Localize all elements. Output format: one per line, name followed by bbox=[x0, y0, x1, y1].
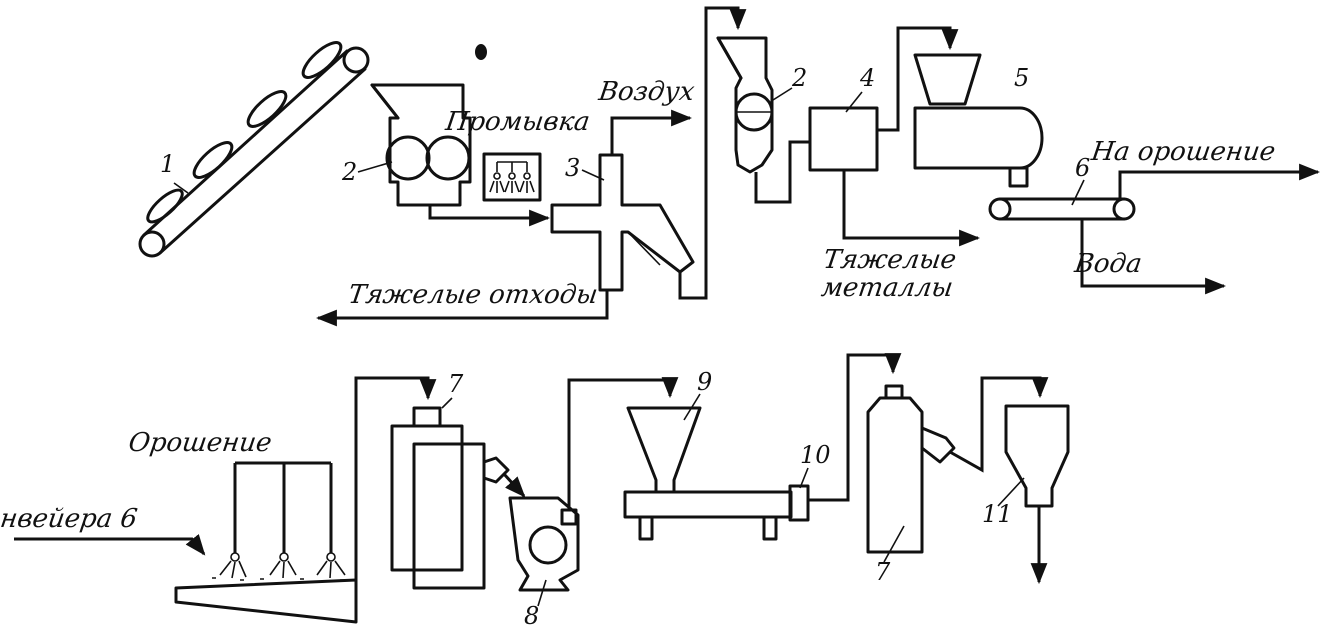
washing-unit bbox=[482, 152, 542, 202]
label-heavy-waste: Тяжелые отходы bbox=[346, 280, 599, 310]
vessel-7b bbox=[866, 384, 956, 554]
label-num-2b: 2 bbox=[791, 64, 807, 92]
dryer-7a bbox=[390, 406, 510, 590]
label-num-6: 6 bbox=[1075, 154, 1090, 182]
label-heavy: Тяжелые bbox=[821, 245, 958, 275]
flow-water bbox=[1080, 219, 1227, 295]
label-num-3: 3 bbox=[565, 154, 580, 182]
label-washing: Промывка bbox=[443, 107, 592, 137]
crusher-2 bbox=[370, 83, 472, 207]
flow-fan-to-hopper9 bbox=[567, 377, 679, 510]
spray-header bbox=[212, 461, 346, 581]
label-num-9: 9 bbox=[697, 368, 712, 396]
label-metals: металлы bbox=[819, 273, 954, 303]
drum-5 bbox=[913, 53, 1044, 188]
washing-tray bbox=[174, 578, 358, 624]
label-air: Воздух bbox=[596, 77, 697, 107]
label-water: Вода bbox=[1072, 249, 1144, 279]
press-9 bbox=[623, 406, 810, 541]
label-num-4: 4 bbox=[859, 64, 875, 92]
label-num-2a: 2 bbox=[341, 158, 357, 186]
cyclone-11 bbox=[1004, 404, 1070, 508]
label-num-8: 8 bbox=[524, 602, 539, 630]
label-irrigation: Орошение bbox=[127, 428, 274, 458]
flow-heavy-waste bbox=[315, 290, 609, 327]
flow-separator-to-cyclone bbox=[678, 6, 747, 300]
separator-3 bbox=[550, 153, 695, 292]
label-num-5: 5 bbox=[1014, 64, 1029, 92]
label-num-7a: 7 bbox=[448, 370, 464, 398]
flow-to-irrigation bbox=[1118, 163, 1321, 199]
cyclone-2 bbox=[716, 36, 774, 174]
flow-unit4-to-hopper5 bbox=[877, 26, 959, 132]
conveyor-6 bbox=[988, 197, 1136, 221]
label-num-1: 1 bbox=[160, 150, 175, 178]
label-num-10: 10 bbox=[800, 441, 831, 469]
label-num-11: 11 bbox=[982, 500, 1013, 528]
flow-from-conveyor-6 bbox=[14, 533, 206, 556]
label-num-7b: 7 bbox=[875, 558, 891, 586]
flow-vessel-to-cyclone11 bbox=[949, 376, 1049, 473]
label-to-irrigation: На орошение bbox=[1089, 137, 1278, 167]
flow-air-out bbox=[610, 109, 693, 155]
flow-cyclone-to-unit4 bbox=[754, 140, 810, 204]
flow-press-to-unit7 bbox=[808, 353, 902, 502]
fan-8 bbox=[508, 496, 580, 592]
ink-dot bbox=[475, 44, 487, 60]
flow-tray-to-dryer bbox=[354, 376, 437, 580]
conveyor-1 bbox=[138, 41, 370, 258]
flow-crusher-to-separator bbox=[428, 205, 551, 227]
label-from-conveyor-6: С конвейера 6 bbox=[0, 504, 139, 534]
magnetic-separator-4 bbox=[808, 106, 879, 172]
flow-heavy-metals bbox=[842, 170, 981, 247]
flow-dryer-to-fan bbox=[502, 472, 526, 498]
